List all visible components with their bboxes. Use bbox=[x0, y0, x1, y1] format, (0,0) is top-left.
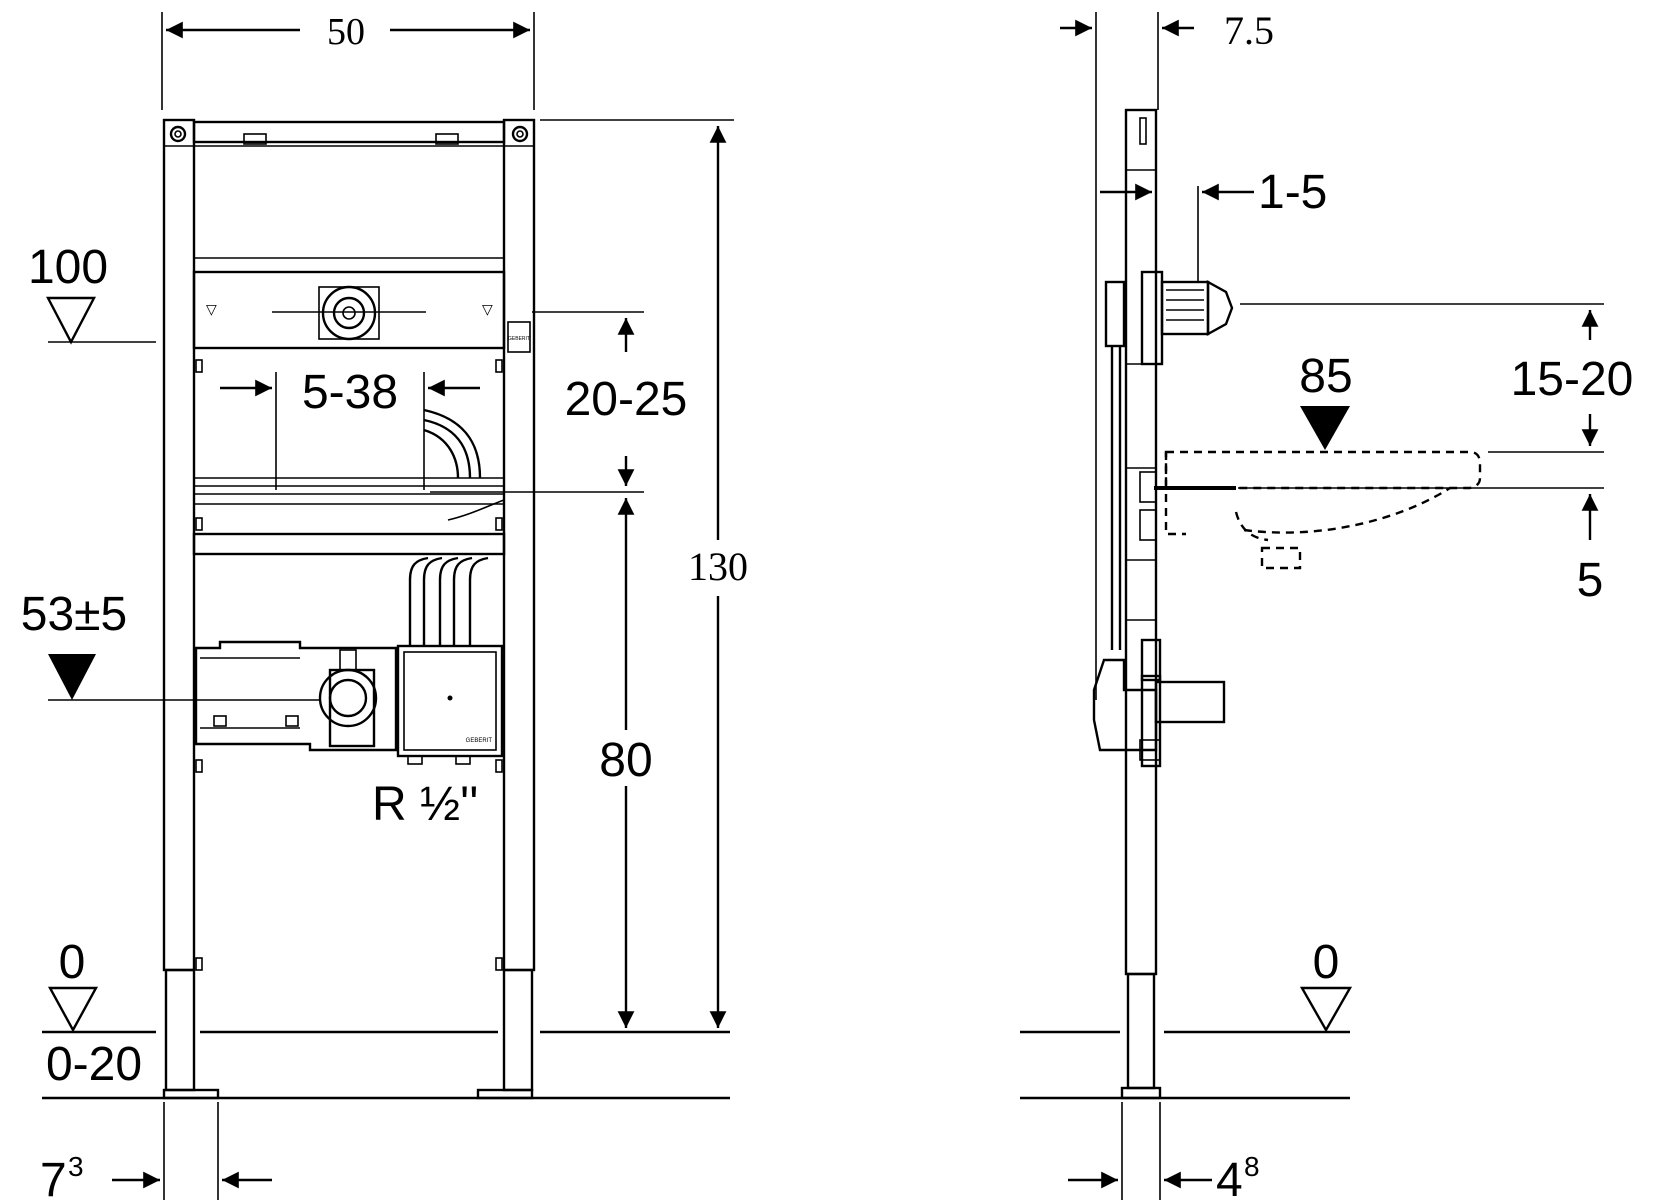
drain-offset-label: 20-25 bbox=[565, 373, 688, 426]
basin-outline bbox=[1154, 450, 1482, 570]
foot-depth-label: 4 bbox=[1216, 1154, 1243, 1200]
rim-height-label: 85 bbox=[1299, 350, 1352, 403]
post-brand-mark: GEBERIT bbox=[508, 336, 530, 342]
foot-depth-dimension: 4 8 bbox=[1068, 1102, 1260, 1200]
drain-height-marker: 100 bbox=[28, 241, 156, 345]
level-triangle-icon bbox=[47, 986, 99, 1033]
supply-elbow-icon bbox=[318, 649, 378, 748]
right-foot bbox=[502, 968, 534, 1092]
projection-dimension: 1-5 bbox=[1100, 166, 1327, 282]
side-frame bbox=[1092, 108, 1234, 1100]
level-triangle-icon bbox=[46, 296, 96, 345]
supply-height-marker: 53±5 bbox=[21, 588, 320, 701]
waste-offset-dimension: 15-20 5 bbox=[1238, 303, 1634, 607]
depth-dimension: 7.5 bbox=[1060, 8, 1274, 700]
waste-outlet-icon bbox=[318, 285, 380, 341]
supply-height-label: 53±5 bbox=[21, 588, 127, 641]
thread-label: R ½'' bbox=[372, 778, 478, 831]
foot-width-dimension: 7 3 bbox=[40, 1102, 272, 1200]
rim-height-marker: 85 bbox=[1299, 350, 1353, 450]
drain-height-label: 100 bbox=[28, 241, 108, 294]
outlet-pipe bbox=[1154, 680, 1226, 724]
width-dimension: 50 bbox=[161, 11, 535, 110]
waste-offset-label: 15-20 bbox=[1511, 353, 1634, 406]
total-height-dimension: 130 bbox=[540, 119, 756, 1028]
svg-text:▽: ▽ bbox=[482, 301, 493, 317]
foot-width-exponent: 3 bbox=[68, 1151, 84, 1182]
floor-marker: 0 0-20 bbox=[46, 936, 142, 1091]
level-triangle-icon bbox=[1299, 986, 1353, 1033]
depth-label: 7.5 bbox=[1224, 8, 1274, 53]
width-label: 50 bbox=[327, 11, 365, 53]
frame: ▽ ▽ GEBERIT bbox=[162, 118, 536, 1100]
level-triangle-filled-icon bbox=[48, 654, 96, 700]
left-foot bbox=[164, 968, 196, 1092]
valve-body bbox=[194, 640, 398, 752]
svg-text:▽: ▽ bbox=[206, 301, 217, 317]
mount-hole-icon bbox=[169, 125, 187, 143]
side-floor-marker: 0 bbox=[1299, 936, 1353, 1033]
control-box: GEBERIT bbox=[396, 644, 504, 765]
total-height-label: 130 bbox=[688, 544, 748, 589]
basin-height-dimension: 20-25 80 bbox=[430, 311, 688, 1028]
level-triangle-filled-icon bbox=[1300, 406, 1350, 450]
bolt-offset-label: 5 bbox=[1577, 554, 1604, 607]
trap-icon bbox=[1092, 658, 1158, 752]
spacing-label: 5-38 bbox=[302, 366, 398, 419]
spacing-dimension: 5-38 bbox=[220, 366, 480, 490]
waste-mount-plate bbox=[192, 270, 506, 350]
foot-adjust-label: 0-20 bbox=[46, 1038, 142, 1091]
foot-depth-exponent: 8 bbox=[1244, 1151, 1260, 1182]
basin-height-label: 80 bbox=[599, 734, 652, 787]
projection-label: 1-5 bbox=[1258, 166, 1327, 219]
side-view: 7.5 bbox=[1020, 8, 1633, 1200]
mount-hole-icon bbox=[511, 125, 529, 143]
side-floor-level-label: 0 bbox=[1313, 936, 1340, 989]
front-view: 50 ▽ ▽ bbox=[21, 11, 756, 1200]
foot-width-label: 7 bbox=[40, 1154, 67, 1200]
box-brand-mark: GEBERIT bbox=[466, 738, 493, 744]
floor-level-label: 0 bbox=[59, 936, 86, 989]
